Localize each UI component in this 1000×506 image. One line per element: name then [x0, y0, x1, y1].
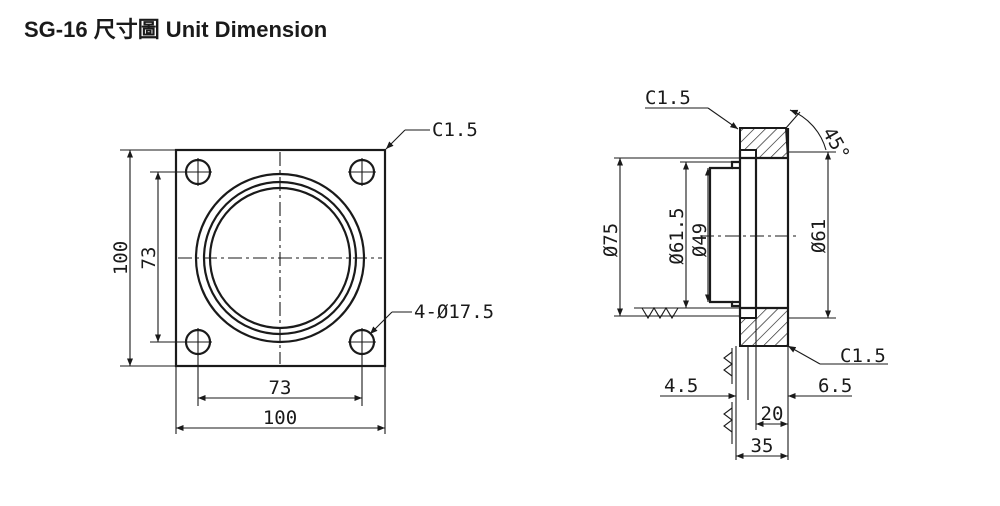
flange-section-bottom	[739, 307, 789, 347]
flange-section-top	[739, 127, 790, 159]
label-angle: 45°	[818, 124, 854, 165]
dim-6-5: 6.5	[818, 375, 852, 397]
label-chamfer-front: C1.5	[432, 119, 478, 141]
dim-dia-75: Ø75	[600, 223, 622, 257]
dim-width-outer: 100	[263, 407, 297, 429]
dim-dia-61-5: Ø61.5	[666, 207, 688, 264]
label-holes: 4-Ø17.5	[414, 301, 494, 323]
surface-finish-symbol-low	[723, 402, 733, 444]
dim-20: 20	[761, 403, 784, 425]
front-view: 100 73 73 100 C1.5 4-Ø17.5	[110, 119, 494, 434]
surface-finish-symbol-left	[634, 306, 682, 320]
spigot	[708, 160, 740, 308]
dim-height-outer: 100	[110, 241, 132, 275]
dim-height-holes: 73	[138, 247, 160, 270]
label-chamfer-top: C1.5	[645, 87, 691, 109]
dim-4-5: 4.5	[664, 375, 698, 397]
label-chamfer-bottom: C1.5	[840, 345, 886, 367]
dim-width-holes: 73	[269, 377, 292, 399]
surface-finish-symbol-mid	[723, 348, 733, 384]
page-title: SG-16 尺寸圖 Unit Dimension	[24, 17, 328, 42]
side-view: Ø75 Ø61.5 Ø49 Ø61 C1.5 45° C1.5	[600, 87, 888, 460]
dim-dia-49: Ø49	[689, 223, 711, 257]
plate-outline	[174, 148, 387, 368]
dim-35: 35	[751, 435, 774, 457]
dim-dia-61: Ø61	[808, 219, 830, 253]
